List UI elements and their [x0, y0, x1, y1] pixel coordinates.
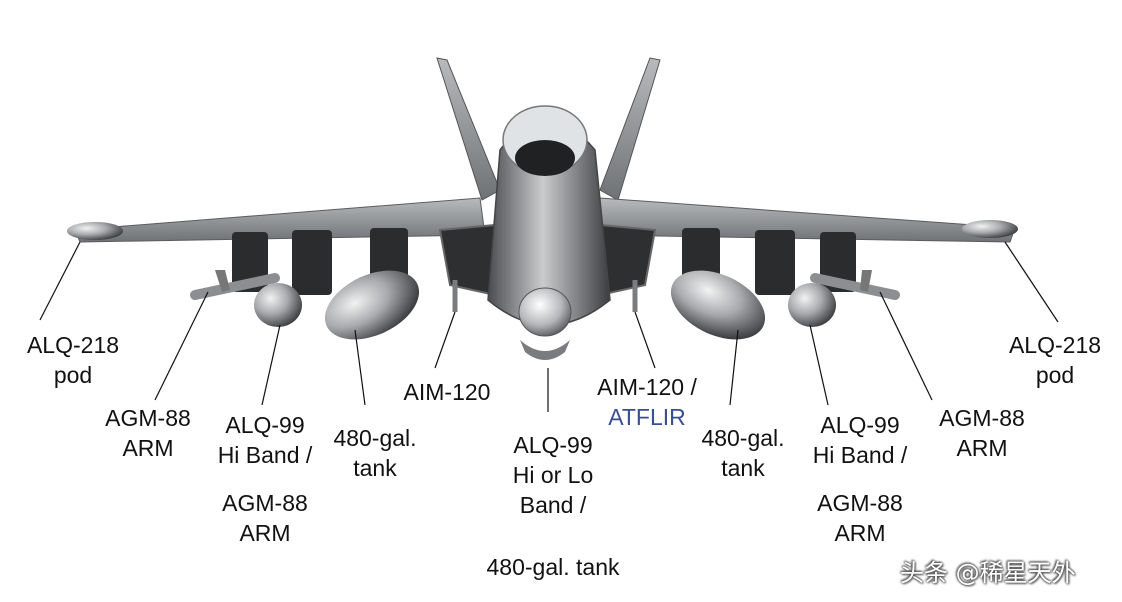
leader-aim120-right	[634, 311, 656, 369]
label-agm88-right: AGM-88 ARM	[939, 405, 1025, 461]
leader-aim120-left	[434, 311, 456, 369]
label-alq99-right: ALQ-99 Hi Band / AGM-88 ARM	[812, 412, 908, 546]
label-alq218-left: ALQ-218 pod	[26, 332, 120, 388]
leader-tank-right	[729, 329, 739, 406]
right-480-gal-tank	[670, 270, 766, 340]
label-aim120-atflir: AIM-120 / ATFLIR	[597, 374, 697, 430]
left-vertical-tail	[436, 57, 501, 201]
alq218-left-pod	[67, 222, 123, 240]
cockpit	[515, 140, 575, 176]
centerline-pod	[520, 340, 570, 360]
watermark: 头条 @稀星天外	[900, 559, 1076, 587]
leader-alq99-left	[261, 324, 281, 406]
label-centerline: ALQ-99 Hi or Lo Band / 480-gal. tank	[486, 432, 620, 580]
left-alq99-pod	[254, 283, 302, 327]
left-480-gal-tank	[324, 270, 420, 340]
right-alq99-pod	[788, 283, 836, 327]
leader-agm88-right	[879, 291, 933, 401]
label-alq99-left: ALQ-99 Hi Band / AGM-88 ARM	[217, 412, 313, 546]
label-tank-left: 480-gal. tank	[333, 425, 417, 481]
left-intake	[438, 223, 496, 297]
label-tank-right: 480-gal. tank	[701, 425, 785, 481]
right-vertical-tail	[599, 57, 661, 201]
leader-tank-left	[354, 329, 366, 406]
leader-agm88-left	[154, 291, 209, 401]
label-agm88-left: AGM-88 ARM	[105, 405, 191, 461]
leader-alq218-left	[39, 241, 81, 321]
leader-alq99-right	[809, 324, 829, 406]
leader-alq218-right	[1004, 241, 1059, 323]
label-alq218-right: ALQ-218 pod	[1008, 332, 1102, 388]
right-agm88-missile	[810, 270, 900, 300]
left-wing	[74, 197, 486, 243]
right-wing	[597, 197, 1016, 243]
alq218-right-pod	[962, 220, 1018, 238]
label-aim120-left: AIM-120	[403, 379, 491, 405]
nose-cone	[518, 287, 572, 337]
